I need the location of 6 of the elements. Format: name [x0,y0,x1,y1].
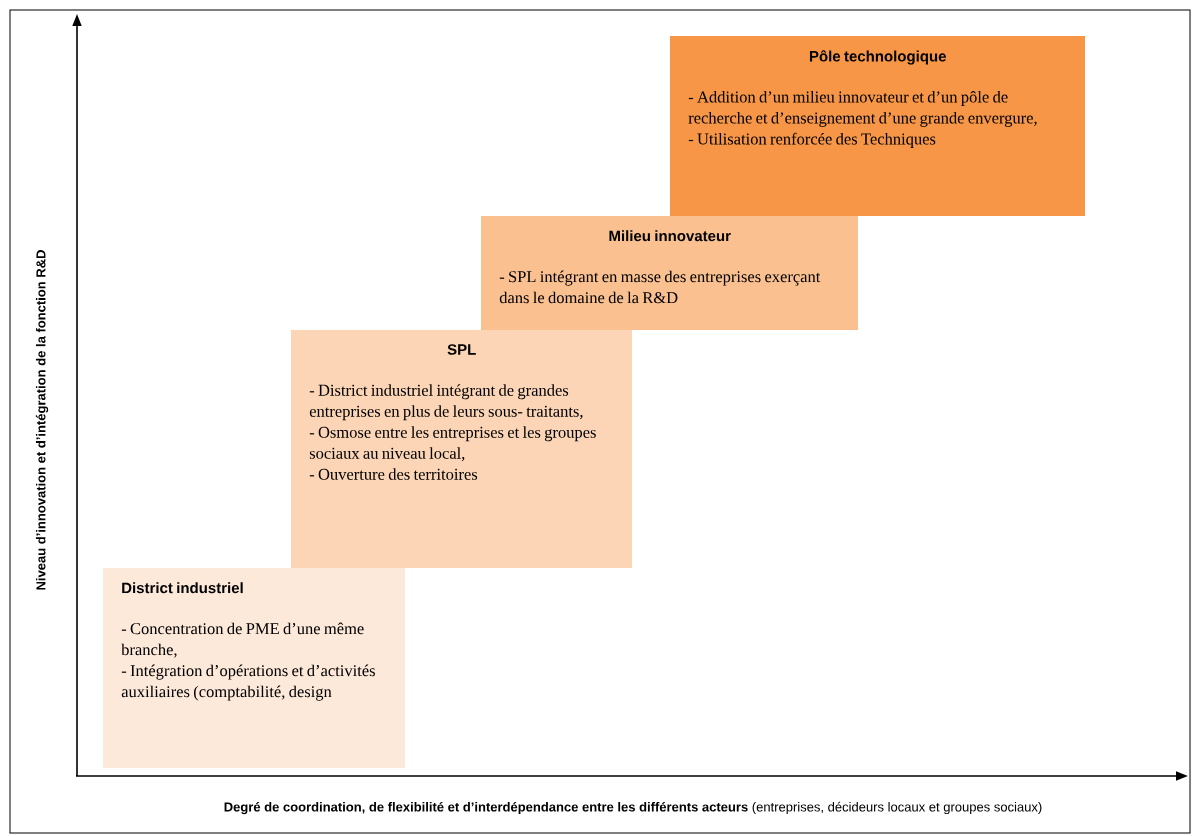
axis-label: Degré de coordination, de flexibilité et d’interdépendance entre les différents acteurs (entreprises, décideurs locaux et groupes sociaux) [224,801,1042,815]
stage-box: District industriel - Concentration de PME d’une même branche, - Intégration d’opérations et d’activités auxiliaires (comptabilité, design [103,568,405,768]
axis-label: Niveau d’innovation et d’intégration de la fonction R&D [35,250,49,590]
stage-box: Pôle technologique - Addition d’un milieu innovateur et d’un pôle de recherche et d’enseignement d’une grande envergure, - Utilisation renforcée des Techniques [670,36,1085,216]
stage-box: SPL - District industriel intégrant de grandes entreprises en plus de leurs sous- traitants, - Osmose entre les entreprises et les groupes sociaux au niveau local, - Ouverture des territoires [291,330,632,568]
stage-box: Milieu innovateur - SPL intégrant en masse des entreprises exerçant dans le domaine de la R&D [481,216,858,330]
